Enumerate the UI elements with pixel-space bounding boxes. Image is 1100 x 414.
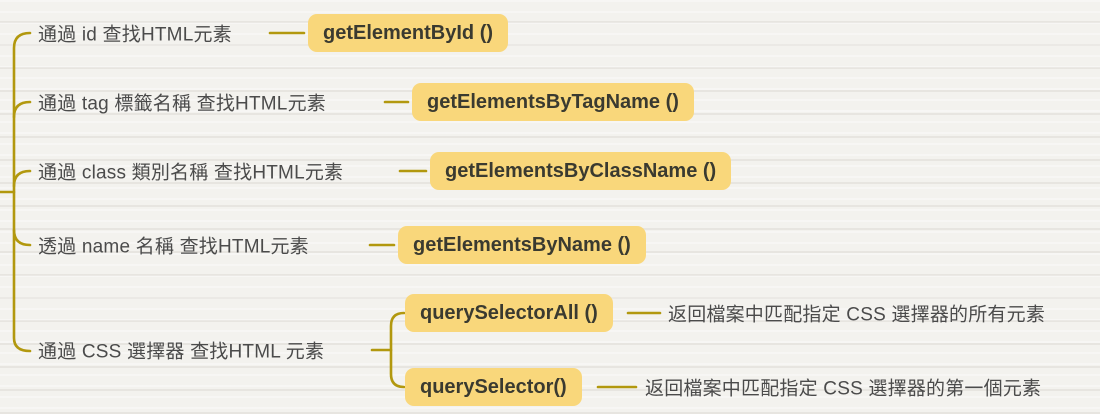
connector-hook-branch2 bbox=[12, 100, 32, 119]
method-node-getelementsbyclassname[interactable]: getElementsByClassName () bbox=[430, 152, 732, 190]
connector-main-bracket bbox=[12, 31, 32, 353]
method-node-queryselectorall[interactable]: querySelectorAll () bbox=[405, 294, 613, 332]
branch-label-name[interactable]: 透過 name 名稱 查找HTML元素 bbox=[38, 236, 309, 258]
branch-label-id[interactable]: 通過 id 查找HTML元素 bbox=[38, 24, 232, 46]
connector-hook-branch3 bbox=[12, 169, 32, 188]
branch-label-tag[interactable]: 通過 tag 標籤名稱 查找HTML元素 bbox=[38, 93, 326, 115]
branch-label-class[interactable]: 通過 class 類別名稱 查找HTML元素 bbox=[38, 162, 344, 184]
description-queryselector[interactable]: 返回檔案中匹配指定 CSS 選擇器的第一個元素 bbox=[645, 378, 1042, 400]
method-node-getelementsbyname[interactable]: getElementsByName () bbox=[398, 226, 646, 264]
method-node-getelementbyid[interactable]: getElementById () bbox=[308, 14, 509, 52]
branch-label-css-selector[interactable]: 通過 CSS 選擇器 查找HTML 元素 bbox=[38, 341, 325, 363]
connector-hook-branch4 bbox=[12, 228, 32, 247]
description-queryselectorall[interactable]: 返回檔案中匹配指定 CSS 選擇器的所有元素 bbox=[668, 304, 1046, 326]
method-node-getelementsbytagname[interactable]: getElementsByTagName () bbox=[412, 83, 694, 121]
connector-sub-bracket bbox=[389, 311, 406, 389]
method-node-queryselector[interactable]: querySelector() bbox=[405, 368, 582, 406]
